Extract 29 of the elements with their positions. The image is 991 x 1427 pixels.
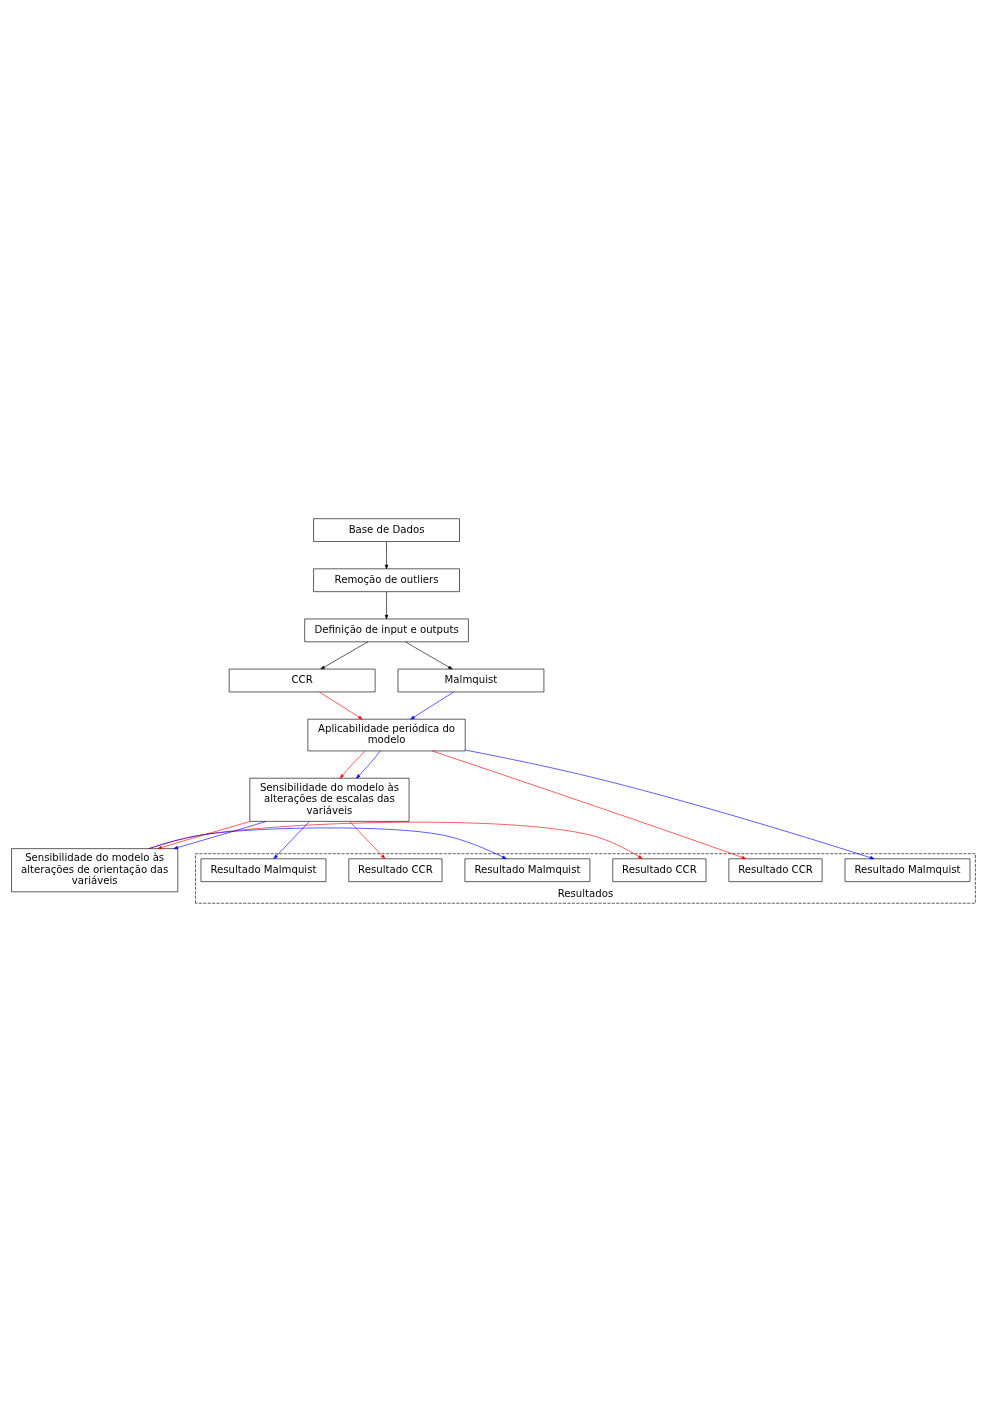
node-box: Aplicabilidade periódica do modelo (307, 718, 466, 752)
arrow (320, 641, 368, 670)
arrow (318, 691, 363, 720)
arrow (384, 591, 388, 620)
arrow (148, 827, 507, 860)
arrow (273, 821, 310, 859)
node-box: Resultado Malmquist (200, 858, 326, 882)
arrow (348, 821, 385, 859)
node-box: Sensibilidade do modelo às alterações de orientação das variáveis (10, 848, 178, 893)
node-box: Remoção de outliers (312, 568, 460, 592)
node-box: Base de Dados (312, 518, 460, 542)
arrow (409, 691, 454, 720)
node-box: Resultado CCR (611, 858, 706, 882)
arrow (339, 750, 366, 779)
node-box: Resultado Malmquist (464, 858, 590, 882)
node-box: Definição de input e outputs (303, 618, 469, 643)
node-box: Sensibilidade do modelo às alterações de escalas das variáveis (249, 777, 409, 822)
arrow (157, 821, 251, 850)
node-box: Resultado CCR (347, 858, 442, 882)
arrow (148, 821, 643, 859)
node-box: Malmquist (397, 668, 544, 693)
node-box: CCR (228, 668, 375, 693)
arrow (404, 641, 453, 670)
arrow (464, 749, 874, 860)
node-box: Resultado CCR (728, 858, 822, 882)
arrow (384, 541, 388, 570)
arrow (431, 750, 746, 860)
arrow (355, 750, 380, 779)
arrow (173, 821, 266, 850)
